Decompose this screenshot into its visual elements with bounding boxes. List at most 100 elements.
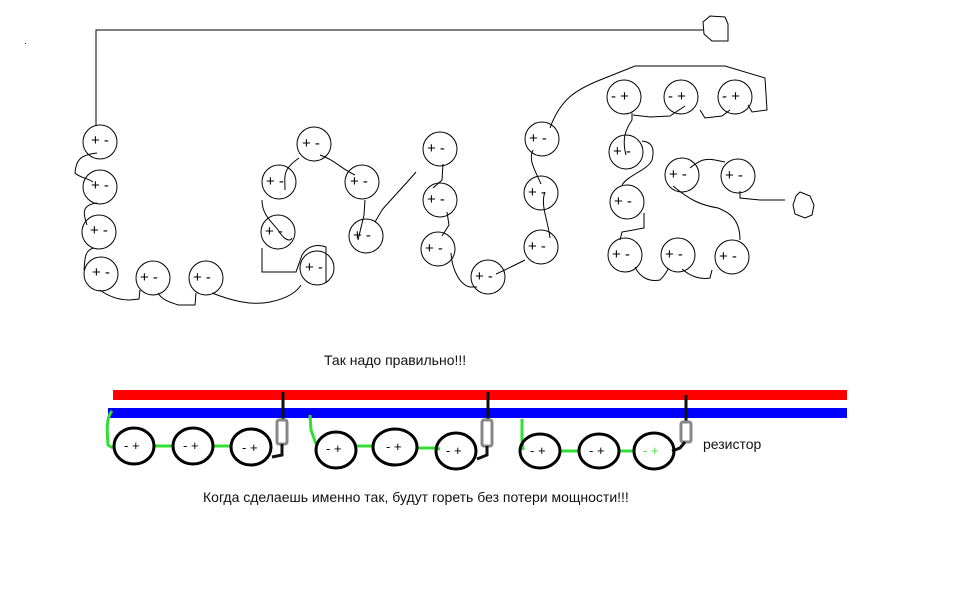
wire <box>450 252 477 288</box>
led <box>607 237 643 273</box>
stray-dot <box>25 43 26 44</box>
led <box>434 431 478 471</box>
led-label: - + <box>446 443 462 458</box>
led-label: + - <box>140 269 158 286</box>
wire <box>623 113 633 156</box>
wire <box>699 109 731 119</box>
led <box>82 124 118 160</box>
led <box>524 121 560 157</box>
led <box>422 182 458 218</box>
wire <box>739 191 785 201</box>
led <box>577 432 621 470</box>
resistor-label: резистор <box>703 436 762 452</box>
wire <box>432 163 444 189</box>
top-wires <box>74 15 815 306</box>
top-led-labels: + - + - + - + - + - + - + - + - + - + - … <box>90 88 743 286</box>
diagram-title: Так надо правильно!!! <box>324 352 467 368</box>
led <box>518 432 562 470</box>
wire <box>495 259 526 275</box>
led-label: + - <box>353 227 371 244</box>
wire <box>619 213 645 241</box>
led-label: + - <box>265 223 283 240</box>
led <box>663 79 699 115</box>
led-label: + - <box>92 264 110 281</box>
led-label: - + <box>643 443 659 458</box>
led <box>608 134 644 170</box>
led-label: - + <box>668 88 686 105</box>
green-wire <box>105 410 114 450</box>
led-label: + - <box>614 193 632 210</box>
led <box>371 427 419 467</box>
wire <box>74 152 98 183</box>
led <box>261 164 297 200</box>
wire <box>99 289 141 301</box>
led <box>523 175 559 211</box>
led <box>314 430 358 470</box>
led-label: + - <box>302 135 320 152</box>
led <box>609 184 645 220</box>
wire <box>284 157 300 191</box>
led <box>260 214 296 250</box>
led-label: + - <box>613 143 631 160</box>
led <box>714 239 750 275</box>
wire <box>157 292 197 306</box>
led <box>188 260 224 296</box>
led-label: + - <box>425 240 443 257</box>
led <box>420 231 456 267</box>
led <box>523 229 559 265</box>
resistor <box>679 420 693 444</box>
led <box>470 259 506 295</box>
led-label: + - <box>266 173 284 190</box>
wire <box>689 158 726 169</box>
led-label: - + <box>722 88 740 105</box>
resistor-lead <box>476 446 489 461</box>
wire <box>634 266 669 281</box>
wire <box>374 171 417 223</box>
led-label: - + <box>124 438 140 453</box>
led-label: - + <box>530 443 546 458</box>
led-label: - + <box>611 88 629 105</box>
main-lead-wire <box>95 29 703 126</box>
led-label: + - <box>529 130 547 147</box>
end-blob-top <box>702 15 729 42</box>
led-label: + - <box>90 222 108 239</box>
led-label: + - <box>193 269 211 286</box>
led-label: + - <box>350 173 368 190</box>
led <box>296 126 332 162</box>
wire <box>621 140 654 186</box>
end-blob-right <box>792 191 815 219</box>
led-label: + - <box>665 246 683 263</box>
led <box>660 237 696 273</box>
led-label: + - <box>475 268 493 285</box>
led-label: + - <box>91 132 109 149</box>
wire <box>681 268 713 279</box>
led-label: + - <box>528 184 546 201</box>
led-label: - + <box>589 443 605 458</box>
caption: Когда сделаешь именно так, будут гореть … <box>203 489 629 505</box>
led <box>422 131 458 167</box>
led-label: + - <box>91 177 109 194</box>
wire <box>632 105 686 118</box>
led-label: + - <box>528 238 546 255</box>
led <box>229 427 273 467</box>
wire <box>542 191 551 239</box>
wire <box>672 185 741 241</box>
negative-rail <box>108 408 847 418</box>
wire <box>261 199 293 241</box>
led <box>606 79 642 115</box>
resistor <box>275 418 289 446</box>
led-label: + - <box>669 166 687 183</box>
led <box>717 79 753 115</box>
wire <box>83 247 95 271</box>
green-wire <box>520 419 525 451</box>
led <box>720 158 756 194</box>
wire <box>83 202 98 226</box>
wire <box>357 199 366 241</box>
led-label: - + <box>386 439 402 454</box>
resistor <box>480 418 494 448</box>
led <box>82 169 118 205</box>
green-wire <box>308 414 318 445</box>
resistor-lead <box>271 444 284 459</box>
top-leds <box>81 79 756 296</box>
